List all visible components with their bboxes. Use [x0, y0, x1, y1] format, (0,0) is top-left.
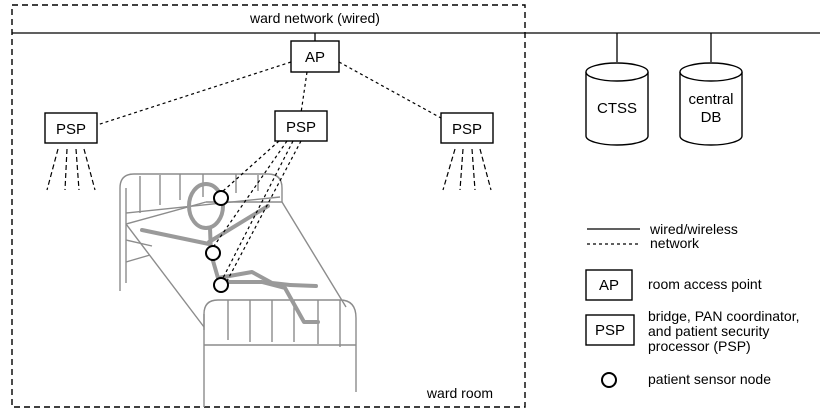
psp-node-right — [440, 112, 494, 144]
legend-ap-desc: room access point — [648, 276, 762, 292]
central-db-database — [679, 62, 743, 146]
psp-node-left-label: PSP — [56, 121, 86, 138]
legend-psp-symbol: PSP — [595, 322, 625, 339]
legend-psp-desc-line3: processor (PSP) — [648, 338, 751, 354]
legend-sensor-desc: patient sensor node — [648, 371, 771, 387]
ward-network-label: ward network (wired) — [249, 10, 380, 26]
legend-ap-symbol: AP — [599, 277, 619, 294]
ctss-database — [585, 62, 649, 146]
central-db-label-line2: DB — [701, 109, 722, 126]
sensor-node-chest — [213, 190, 229, 206]
legend: wired/wireless network AP room access po… — [585, 221, 800, 388]
ap-psp-links — [96, 61, 442, 126]
psp-node-right-label: PSP — [452, 121, 482, 138]
legend-psp-desc-line1: bridge, PAN coordinator, — [648, 308, 800, 324]
psp-right-coverage — [442, 148, 492, 191]
patient-figure — [140, 182, 320, 324]
ward-room-label: ward room — [426, 385, 493, 401]
sensor-links — [213, 140, 302, 284]
hospital-bed — [119, 173, 357, 407]
sensor-node-leg — [213, 277, 229, 293]
legend-link-label-line1: wired/wireless — [649, 221, 738, 237]
ap-node — [290, 40, 340, 73]
legend-link-label-line2: network — [650, 235, 700, 251]
ward-room-boundary — [11, 4, 526, 408]
psp-left-coverage — [46, 148, 96, 191]
psp-node-center-label: PSP — [286, 119, 316, 136]
legend-psp-box — [585, 314, 635, 346]
psp-node-left — [44, 112, 98, 144]
legend-ap-box — [585, 269, 633, 301]
legend-sensor-node — [601, 372, 617, 388]
sensor-node-abdomen — [205, 245, 221, 261]
psp-node-center — [274, 110, 328, 142]
central-db-label-line1: central — [688, 91, 733, 108]
legend-psp-desc-line2: and patient security — [648, 323, 769, 339]
ctss-label: CTSS — [597, 100, 637, 117]
ap-node-label: AP — [305, 49, 325, 66]
